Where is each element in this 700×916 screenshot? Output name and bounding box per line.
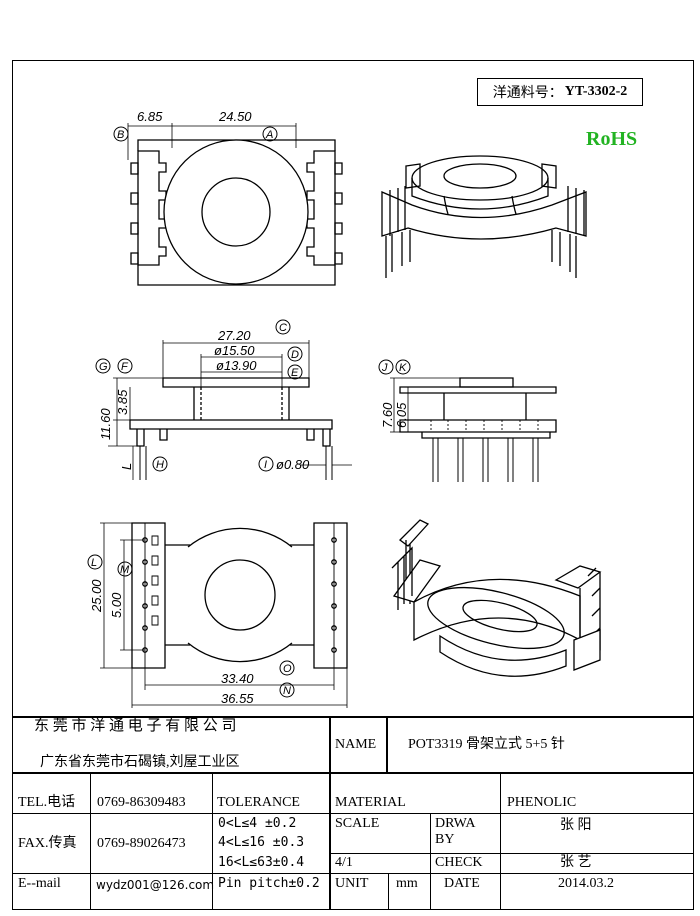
fax-label: FAX.传真 (18, 836, 77, 851)
check-value: 张 艺 (560, 855, 592, 870)
date-label: DATE (444, 876, 480, 891)
fax-value: 0769-89026473 (97, 836, 186, 851)
tolerance-line-3: 16<L≤63±0.4 (218, 855, 305, 870)
unit-label: UNIT (335, 876, 369, 891)
dim-height-flange: 3.85 (115, 389, 130, 415)
tolerance-line-1: 0<L≤4 ±0.2 (218, 816, 297, 831)
callout-d: D (291, 349, 299, 361)
callout-j: J (381, 362, 388, 374)
bottom-view (100, 522, 348, 708)
date-value: 2014.03.2 (558, 876, 614, 891)
email-label: E--mail (18, 876, 61, 891)
dim-bottom-pitch: 5.00 (109, 592, 124, 618)
tolerance-line-2: 4<L≤16 ±0.3 (218, 835, 305, 850)
dim-bottom-outer-width: 36.55 (221, 691, 254, 706)
top-view (127, 123, 343, 286)
tolerance-line-4: Pin pitch±0.2 (218, 876, 320, 891)
front-view (108, 340, 352, 480)
name-value: POT3319 骨架立式 5+5 针 (408, 737, 565, 752)
dim-dia-inner: ø13.90 (216, 358, 257, 373)
company-address: 广东省东莞市石碣镇,刘屋工业区 (40, 755, 240, 770)
callout-g: G (99, 361, 108, 373)
part-number-label: 洋通料号： (492, 86, 563, 101)
drawn-by-label: DRWA BY (435, 816, 475, 847)
callout-f: F (121, 361, 129, 373)
company-name: 东 莞 市 洋 通 电 子 有 限 公 司 (34, 718, 237, 734)
dim-pin-length: L (119, 463, 134, 470)
callout-b: B (117, 129, 124, 141)
dim-dia-outer: ø15.50 (214, 343, 255, 358)
callout-m: M (120, 564, 130, 576)
drawing-frame (12, 60, 694, 910)
callout-o: O (283, 663, 292, 675)
dim-side-total: 7.60 (380, 402, 395, 428)
iso-view-bottom (391, 519, 602, 677)
material-label: MATERIAL (335, 795, 406, 810)
rohs-mark: RoHS (586, 128, 638, 150)
unit-value: mm (396, 876, 418, 891)
tolerance-label: TOLERANCE (217, 795, 300, 810)
callout-l: L (91, 557, 97, 569)
material-value: PHENOLIC (507, 795, 577, 810)
dim-mid-width: 27.20 (217, 328, 251, 343)
callout-h: H (156, 459, 164, 471)
side-view (390, 377, 557, 482)
dim-side-inner: 6.05 (394, 402, 409, 428)
dim-bottom-inner-width: 33.40 (221, 671, 254, 686)
part-number-box: 洋通料号： YT-3302-2 (477, 78, 643, 106)
scale-label: SCALE (335, 816, 380, 831)
part-number-value: YT-3302-2 (564, 84, 628, 99)
scale-value: 4/1 (335, 855, 353, 870)
tel-value: 0769-86309483 (97, 795, 186, 810)
callout-c: C (279, 322, 287, 334)
technical-drawing: 6.85 24.50 B A 27.20 ø15. (87, 109, 602, 708)
check-label: CHECK (435, 855, 483, 870)
dim-height-total: 11.60 (98, 408, 113, 440)
callout-a: A (265, 129, 273, 141)
dim-top-width: 24.50 (218, 109, 252, 124)
dim-pin-dia: ø0.80 (276, 457, 310, 472)
dim-bottom-total: 25.00 (89, 579, 104, 613)
drawn-by-value: 张 阳 (560, 818, 592, 833)
callout-k: K (399, 362, 407, 374)
callout-i: I (264, 459, 267, 471)
tel-label: TEL.电话 (18, 795, 76, 810)
callout-n: N (283, 685, 291, 697)
name-label: NAME (335, 737, 377, 752)
callout-e: E (291, 367, 299, 379)
iso-view-top (381, 155, 587, 278)
dim-top-left: 6.85 (137, 109, 163, 124)
email-value: wydz001@126.com (96, 878, 215, 892)
